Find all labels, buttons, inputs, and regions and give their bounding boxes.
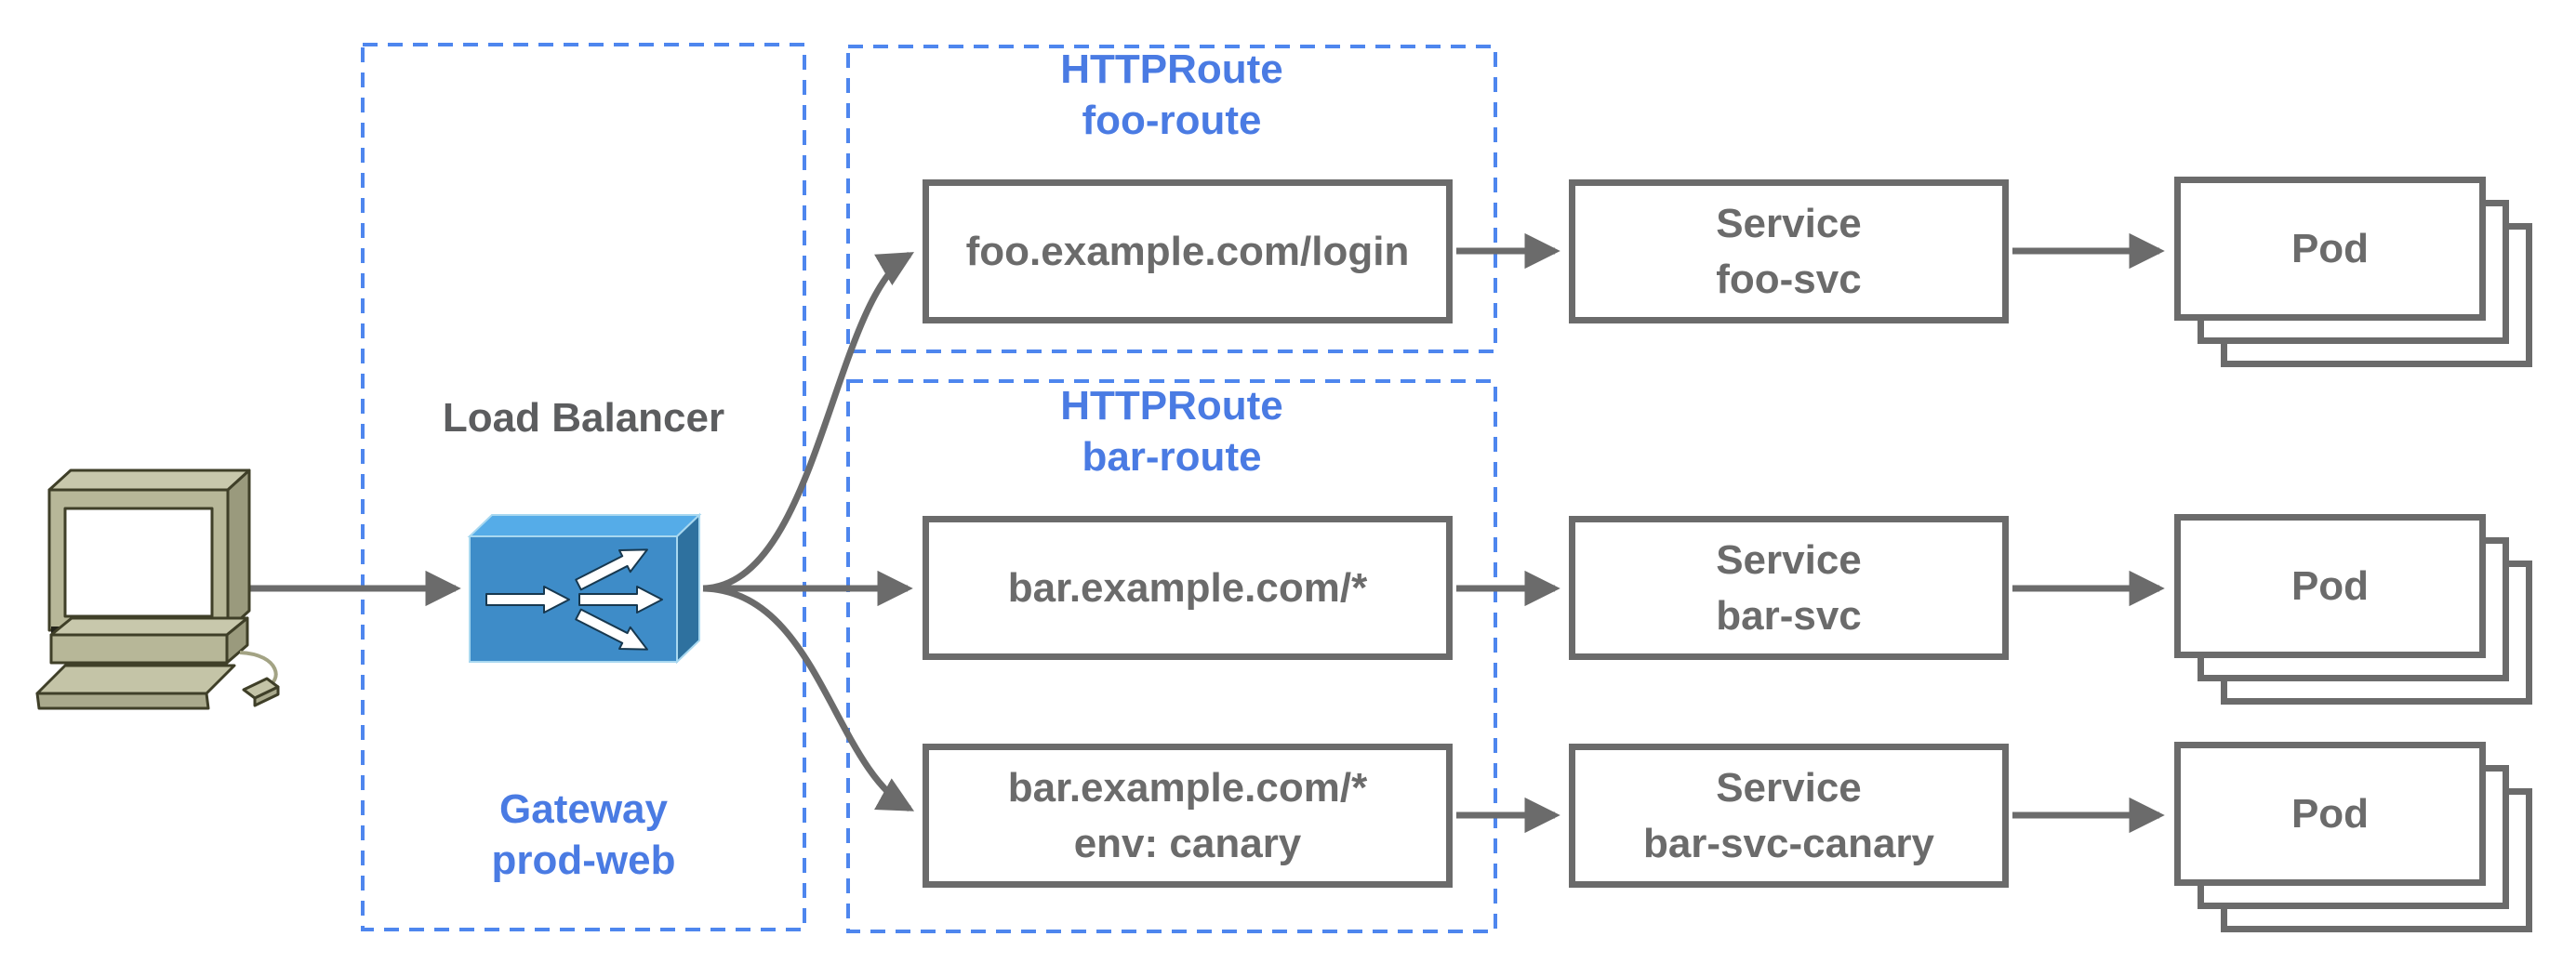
pod-stack-bar: Pod bbox=[2174, 514, 2537, 709]
load-balancer-fanout-arrows-icon bbox=[485, 548, 663, 651]
load-balancer-title: Load Balancer bbox=[363, 392, 804, 443]
arrow-loadbalancer-to-foo-route bbox=[702, 251, 914, 592]
service-bar-svc-box: Service bar-svc bbox=[1569, 516, 2009, 660]
pod-stack-bar-front: Pod bbox=[2174, 514, 2486, 658]
httproute-bar-group-title: HTTPRoute bar-route bbox=[848, 380, 1495, 482]
gateway-group-title: Gateway prod-web bbox=[363, 784, 804, 886]
pod-stack-canary: Pod bbox=[2174, 742, 2537, 937]
load-balancer-title-text: Load Balancer bbox=[442, 395, 725, 441]
pod-stack-foo-front: Pod bbox=[2174, 177, 2486, 321]
route-rule-foo-box: foo.example.com/login bbox=[923, 179, 1453, 323]
arrow-loadbalancer-to-canary-route bbox=[702, 585, 915, 812]
route-rule-canary-box: bar.example.com/* env: canary bbox=[923, 744, 1453, 888]
pod-stack-canary-front: Pod bbox=[2174, 742, 2486, 886]
pod-foo-label: Pod bbox=[2291, 225, 2370, 271]
gateway-group-title-line1: Gateway bbox=[499, 786, 668, 832]
route-rule-bar-box: bar.example.com/* bbox=[923, 516, 1453, 660]
httproute-bar-title-line2: bar-route bbox=[1082, 434, 1262, 480]
route-rule-canary-line2: env: canary bbox=[1073, 820, 1302, 866]
service-bar-svc-line1: Service bbox=[1716, 536, 1862, 583]
service-foo-svc-line2: foo-svc bbox=[1716, 256, 1862, 302]
gateway-group-title-line2: prod-web bbox=[491, 838, 676, 883]
route-rule-foo-text: foo.example.com/login bbox=[965, 228, 1410, 274]
route-rule-canary-line1: bar.example.com/* bbox=[1007, 764, 1368, 811]
httproute-foo-title-line2: foo-route bbox=[1082, 98, 1262, 143]
pod-bar-label: Pod bbox=[2291, 562, 2370, 609]
load-balancer-icon bbox=[467, 512, 702, 665]
httproute-bar-title-line1: HTTPRoute bbox=[1060, 383, 1283, 429]
pod-canary-label: Pod bbox=[2291, 790, 2370, 837]
service-foo-svc-line1: Service bbox=[1716, 200, 1862, 246]
route-rule-bar-text: bar.example.com/* bbox=[1007, 564, 1368, 611]
service-bar-svc-canary-line1: Service bbox=[1716, 764, 1862, 811]
service-foo-svc-box: Service foo-svc bbox=[1569, 179, 2009, 323]
httproute-foo-group-title: HTTPRoute foo-route bbox=[848, 44, 1495, 146]
pod-stack-foo: Pod bbox=[2174, 177, 2537, 372]
service-bar-svc-line2: bar-svc bbox=[1716, 592, 1862, 639]
service-bar-svc-canary-box: Service bar-svc-canary bbox=[1569, 744, 2009, 888]
httproute-foo-title-line1: HTTPRoute bbox=[1060, 46, 1283, 92]
httproute-bar-group-box bbox=[846, 379, 1497, 933]
desktop-computer-icon bbox=[35, 468, 280, 710]
service-bar-svc-canary-line2: bar-svc-canary bbox=[1642, 820, 1935, 866]
